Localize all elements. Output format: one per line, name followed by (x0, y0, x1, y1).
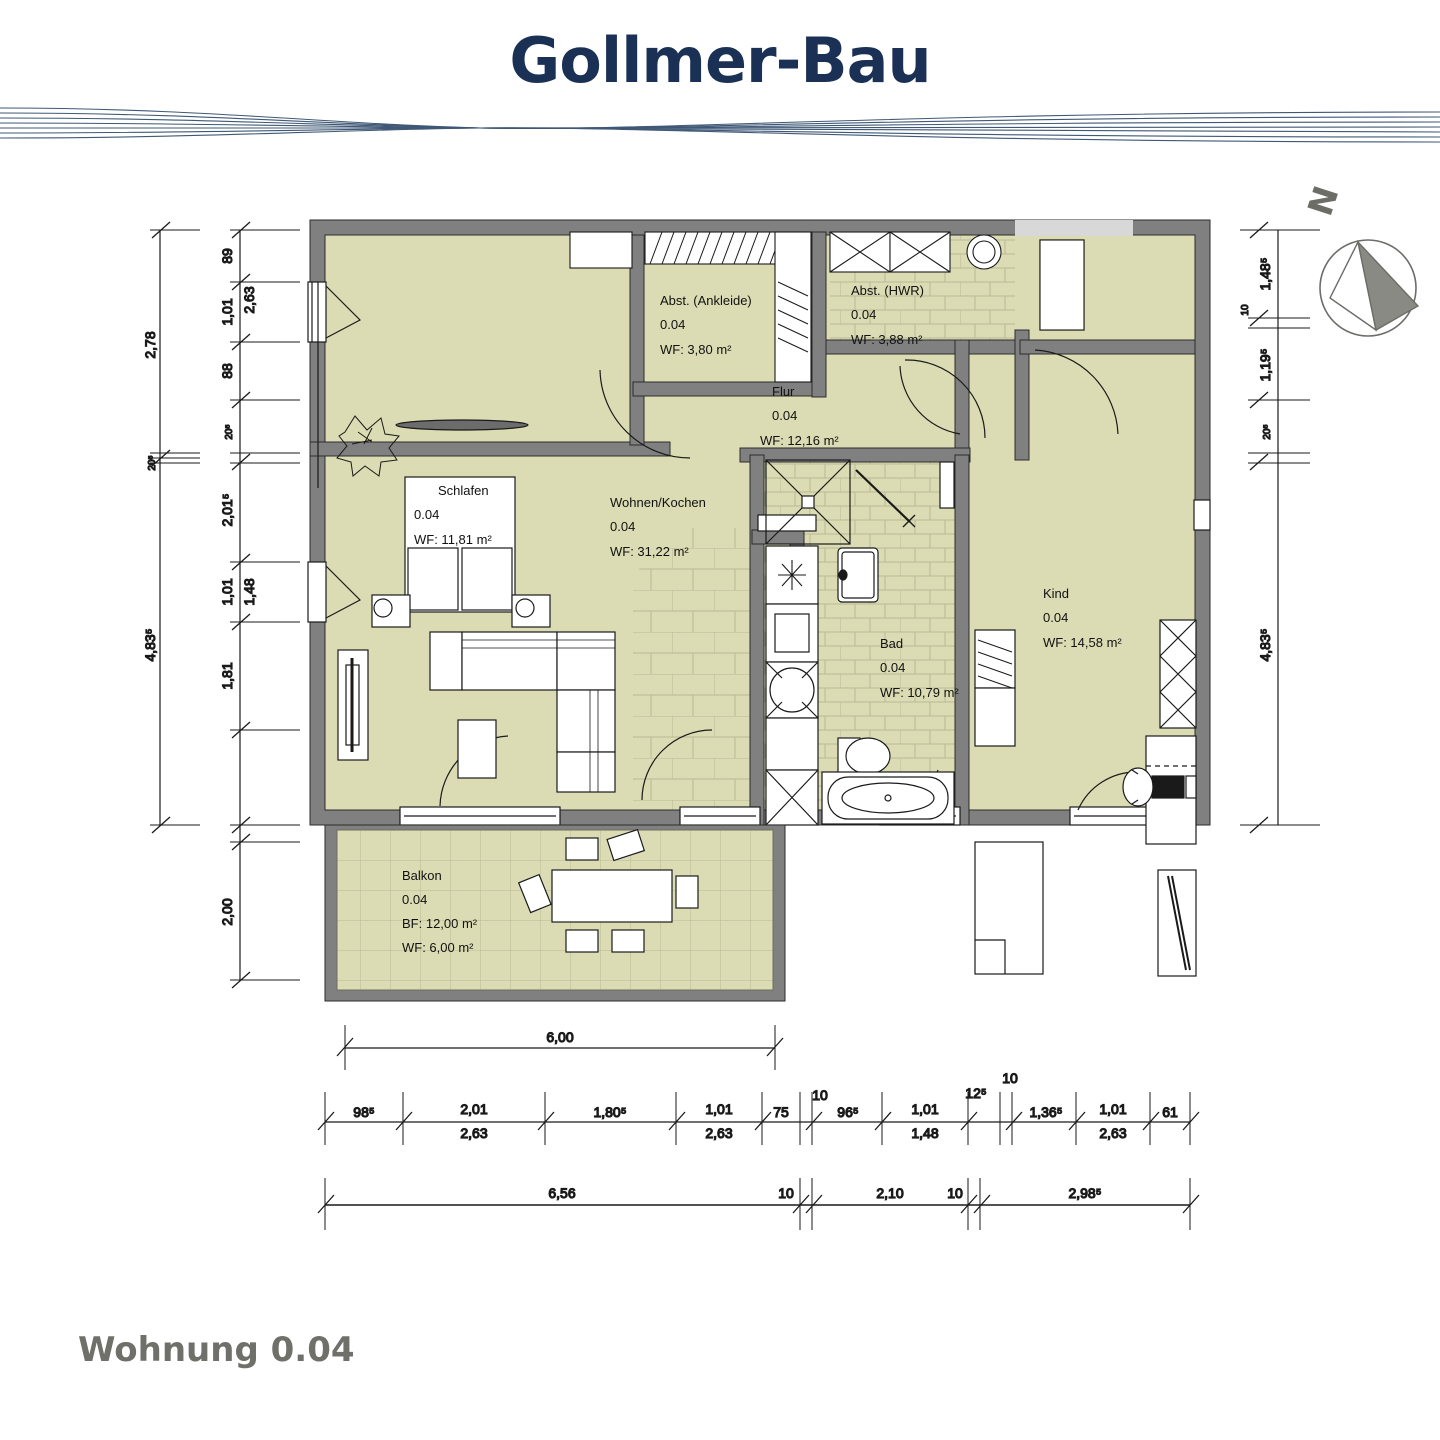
furniture-bad (765, 459, 955, 825)
dim-balcony-width: 6,00 (336, 1025, 784, 1070)
room-label-schlafen: Schlafen 0.04 WF: 11,81 m² (414, 483, 492, 547)
svg-text:2,00: 2,00 (219, 898, 235, 925)
dim-bottom-outer: 6,56 10 2,10 10 2,98⁵ (317, 1178, 1200, 1230)
svg-text:WF: 3,80 m²: WF: 3,80 m² (660, 342, 732, 357)
svg-text:2,98⁵: 2,98⁵ (1068, 1185, 1101, 1201)
svg-text:20⁵: 20⁵ (147, 455, 158, 470)
dimension-chains: 2,78 20⁵ 4,83⁵ 89 1,01 2,63 88 20⁵ 2,01⁵… (141, 221, 1320, 1230)
svg-text:88: 88 (219, 363, 235, 379)
company-logo-text: Gollmer-Bau (509, 24, 931, 97)
room-label-kind: Kind 0.04 WF: 14,58 m² (1043, 586, 1122, 650)
company-header: Gollmer-Bau (0, 0, 1440, 160)
svg-text:6,56: 6,56 (548, 1185, 575, 1201)
svg-text:1,01: 1,01 (705, 1101, 732, 1117)
room-label-flur: Flur 0.04 WF: 12,16 m² (760, 384, 839, 448)
svg-text:2,63: 2,63 (1099, 1125, 1126, 1141)
svg-text:1,01: 1,01 (1099, 1101, 1126, 1117)
svg-text:10: 10 (1002, 1070, 1018, 1086)
svg-text:12⁵: 12⁵ (965, 1085, 986, 1101)
svg-text:2,63: 2,63 (705, 1125, 732, 1141)
room-labels: Schlafen 0.04 WF: 11,81 m² Abst. (Anklei… (402, 283, 1122, 955)
svg-text:WF: 31,22 m²: WF: 31,22 m² (610, 544, 689, 559)
svg-text:2,10: 2,10 (876, 1185, 903, 1201)
svg-text:1,01: 1,01 (911, 1101, 938, 1117)
svg-text:2,63: 2,63 (460, 1125, 487, 1141)
room-label-wohnen: Wohnen/Kochen 0.04 WF: 31,22 m² (610, 495, 706, 559)
svg-text:Bad: Bad (880, 636, 903, 651)
svg-text:10: 10 (947, 1185, 963, 1201)
dim-left-inner: 89 1,01 2,63 88 20⁵ 2,01⁵ 1,01 1,48 1,81… (218, 221, 300, 989)
furniture-kind (974, 619, 1197, 977)
svg-text:Balkon: Balkon (402, 868, 442, 883)
svg-text:N: N (1301, 181, 1348, 220)
room-label-hwr: Abst. (HWR) 0.04 WF: 3,88 m² (851, 283, 924, 347)
balcony (324, 824, 786, 1002)
svg-text:WF: 14,58 m²: WF: 14,58 m² (1043, 635, 1122, 650)
svg-text:1,80⁵: 1,80⁵ (593, 1104, 626, 1120)
svg-text:6,00: 6,00 (546, 1029, 573, 1045)
dim-bottom-detail: 98⁵ 2,01 2,63 1,80⁵ 1,01 2,63 75 10 96⁵ … (317, 1069, 1200, 1145)
svg-text:1,81: 1,81 (219, 662, 235, 689)
svg-text:1,48: 1,48 (911, 1125, 938, 1141)
svg-text:Abst. (HWR): Abst. (HWR) (851, 283, 924, 298)
furniture-ankleide (569, 231, 812, 383)
dim-left-outer: 2,78 20⁵ 4,83⁵ (141, 221, 200, 834)
svg-text:Flur: Flur (772, 384, 795, 399)
page-title: Wohnung 0.04 (78, 1330, 355, 1370)
svg-text:Schlafen: Schlafen (438, 483, 489, 498)
svg-text:1,48: 1,48 (241, 578, 257, 605)
svg-text:0.04: 0.04 (880, 660, 905, 675)
furniture-schlafen (336, 415, 551, 628)
logo-wave-graphic (0, 107, 1440, 143)
svg-text:2,63: 2,63 (241, 286, 257, 313)
svg-text:WF: 3,88 m²: WF: 3,88 m² (851, 332, 923, 347)
svg-text:WF: 10,79 m²: WF: 10,79 m² (880, 685, 959, 700)
svg-text:0.04: 0.04 (1043, 610, 1068, 625)
svg-text:2,78: 2,78 (142, 331, 158, 358)
svg-text:WF: 11,81 m²: WF: 11,81 m² (414, 532, 492, 547)
svg-text:10: 10 (778, 1185, 794, 1201)
floor-plan-drawing: Schlafen 0.04 WF: 11,81 m² Abst. (Anklei… (141, 181, 1420, 1230)
svg-text:20⁵: 20⁵ (1262, 424, 1273, 439)
svg-text:1,36⁵: 1,36⁵ (1029, 1104, 1062, 1120)
room-label-ankleide: Abst. (Ankleide) 0.04 WF: 3,80 m² (660, 293, 752, 357)
svg-text:61: 61 (1162, 1104, 1178, 1120)
svg-text:10: 10 (1240, 304, 1251, 316)
svg-text:WF: 6,00 m²: WF: 6,00 m² (402, 940, 474, 955)
svg-text:20⁵: 20⁵ (224, 424, 235, 439)
svg-text:0.04: 0.04 (772, 408, 797, 423)
svg-text:1,01: 1,01 (219, 578, 235, 605)
room-label-balkon: Balkon 0.04 BF: 12,00 m² WF: 6,00 m² (402, 868, 478, 955)
svg-text:89: 89 (219, 248, 235, 264)
svg-text:2,01⁵: 2,01⁵ (219, 493, 235, 526)
north-arrow-icon: N (1301, 181, 1420, 337)
svg-text:1,01: 1,01 (219, 298, 235, 325)
svg-text:2,01: 2,01 (460, 1101, 487, 1117)
furniture-hwr (829, 231, 1085, 331)
svg-text:1,48⁵: 1,48⁵ (1257, 257, 1273, 290)
svg-text:0.04: 0.04 (402, 892, 427, 907)
dim-side-ticks (1240, 229, 1320, 826)
svg-text:10: 10 (812, 1087, 828, 1103)
svg-text:WF: 12,16 m²: WF: 12,16 m² (760, 433, 839, 448)
dim-right: 1,48⁵ 10 1,19⁵ 20⁵ 4,83⁵ (1239, 221, 1310, 834)
svg-text:Kind: Kind (1043, 586, 1069, 601)
svg-text:4,83⁵: 4,83⁵ (1257, 628, 1273, 661)
room-label-bad: Bad 0.04 WF: 10,79 m² (880, 636, 959, 700)
svg-text:BF: 12,00 m²: BF: 12,00 m² (402, 916, 478, 931)
svg-text:98⁵: 98⁵ (353, 1104, 374, 1120)
svg-text:1,19⁵: 1,19⁵ (1257, 348, 1273, 381)
svg-text:Abst. (Ankleide): Abst. (Ankleide) (660, 293, 752, 308)
svg-text:96⁵: 96⁵ (837, 1104, 858, 1120)
svg-text:4,83⁵: 4,83⁵ (142, 628, 158, 661)
svg-text:0.04: 0.04 (660, 317, 685, 332)
svg-text:75: 75 (773, 1104, 789, 1120)
svg-text:0.04: 0.04 (851, 307, 876, 322)
svg-text:Wohnen/Kochen: Wohnen/Kochen (610, 495, 706, 510)
svg-text:0.04: 0.04 (414, 507, 439, 522)
svg-text:0.04: 0.04 (610, 519, 635, 534)
